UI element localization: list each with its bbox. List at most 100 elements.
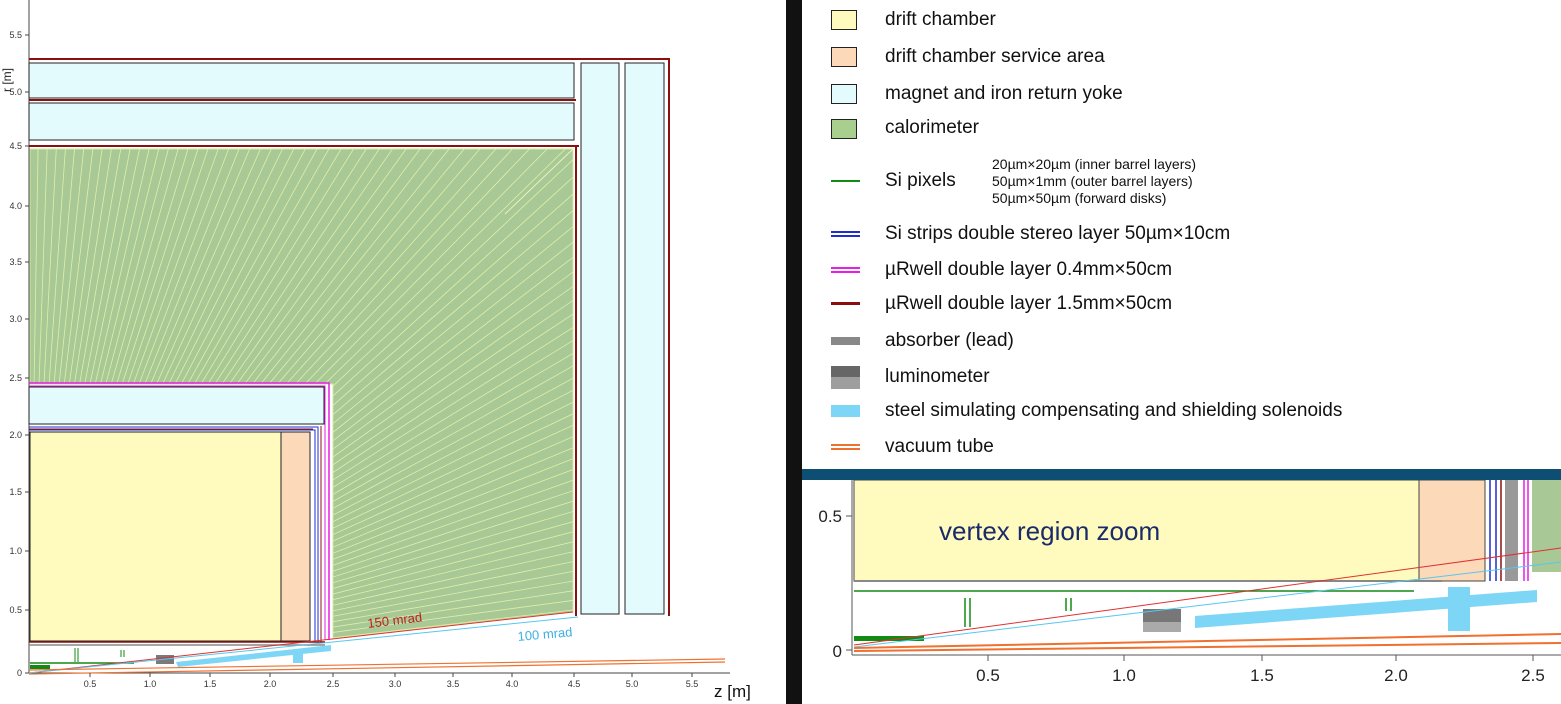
detector-cross-section: 150 mrad 100 mrad 5.5 5.0 4.5 4.0 3.5 3.…: [0, 0, 751, 701]
annotation-100-mrad: 100 mrad: [517, 624, 573, 644]
legend-label: vacuum tube: [885, 436, 994, 457]
legend-label: Si strips double stereo layer 50µm×10cm: [885, 223, 1231, 244]
svg-text:3.0: 3.0: [389, 679, 402, 689]
svg-text:4.0: 4.0: [9, 201, 22, 211]
svg-text:5.0: 5.0: [626, 679, 639, 689]
legend-item-magnet: magnet and iron return yoke: [802, 82, 1561, 112]
svg-text:2.5: 2.5: [1521, 666, 1545, 685]
legend-label: luminometer: [885, 366, 990, 387]
svg-text:1.0: 1.0: [1112, 666, 1136, 685]
calorimeter-corner-line: [504, 148, 574, 215]
svg-text:1.0: 1.0: [144, 679, 157, 689]
legend-item-absorber: absorber (lead): [802, 329, 1561, 359]
zoom-y-tick: 0.5: [818, 507, 852, 526]
legend-item-urwell-15: µRwell double layer 1.5mm×50cm: [802, 292, 1561, 322]
x-tick: 4.5: [568, 673, 581, 689]
y-tick: 4.5: [9, 141, 29, 151]
legend-label: drift chamber service area: [885, 46, 1105, 67]
yoke-endcap-1: [580, 62, 620, 615]
svg-text:0.5: 0.5: [818, 507, 842, 526]
y-axis-label: r [m]: [0, 68, 14, 92]
pixel-note: 50µm×50µm (forward disks): [992, 190, 1167, 206]
legend-item-calorimeter: calorimeter: [802, 116, 1561, 146]
y-tick: 1.0: [9, 546, 29, 556]
magnet-inner: [28, 386, 325, 425]
svg-text:4.0: 4.0: [506, 679, 519, 689]
svg-text:2.5: 2.5: [327, 679, 340, 689]
absorber-swatch: [831, 337, 860, 345]
drift-chamber-swatch: [831, 10, 857, 30]
legend-label: calorimeter: [885, 117, 979, 138]
zoom-x-ticks: 0.5 1.0 1.5 2.0 2.5: [976, 655, 1545, 685]
x-tick: 3.5: [447, 673, 459, 689]
y-tick: 3.0: [9, 314, 29, 324]
legend-label: µRwell double layer 0.4mm×50cm: [885, 259, 1173, 280]
legend-label: drift chamber: [885, 9, 996, 30]
legend-label: steel simulating compensating and shield…: [885, 400, 1343, 421]
zoom-service-area: [1418, 480, 1486, 582]
x-tick: 5.5: [686, 673, 698, 689]
y-tick: 5.5: [9, 30, 29, 40]
luminometer-swatch: [831, 366, 860, 377]
y-ticks: 5.5 5.0 4.5 4.0 3.5 3.0 2.5 2.0 1.5 1.0 …: [9, 30, 29, 678]
x-tick: 5.0: [626, 673, 639, 689]
x-tick: 2.0: [264, 673, 277, 689]
magnet-swatch: [831, 84, 857, 104]
x-tick: 2.5: [327, 673, 340, 689]
zoom-drift-chamber: [853, 480, 1420, 582]
legend-label: magnet and iron return yoke: [885, 83, 1123, 104]
svg-text:3.0: 3.0: [9, 314, 22, 324]
zoom-x-tick: 2.0: [1384, 655, 1408, 685]
legend-item-urwell-04: µRwell double layer 0.4mm×50cm: [802, 258, 1561, 288]
yoke-endcap-2: [624, 62, 665, 615]
svg-text:0.5: 0.5: [976, 666, 1000, 685]
separator-bar: [786, 0, 802, 704]
calorimeter-swatch: [831, 119, 857, 139]
y-tick: 2.0: [9, 430, 29, 440]
drift-chamber-service-area: [280, 431, 311, 642]
svg-text:0.5: 0.5: [84, 679, 97, 689]
legend-item-luminometer: luminometer: [802, 365, 1561, 395]
y-tick: 2.5: [9, 373, 29, 383]
legend-item-si-pixels: Si pixels: [802, 169, 1561, 199]
vertex-zoom-panel: 0.5 0 0.5 1.0 1.5 2.0 2.5: [802, 480, 1561, 704]
legend-item-steel: steel simulating compensating and shield…: [802, 399, 1561, 429]
service-area-swatch: [831, 47, 857, 67]
zoom-x-tick: 1.0: [1112, 655, 1136, 685]
legend-panel: drift chamber drift chamber service area…: [802, 0, 1561, 468]
zoom-y-ticks: 0.5 0: [818, 507, 852, 661]
x-axis-label: z [m]: [714, 682, 751, 701]
svg-text:0.5: 0.5: [9, 605, 22, 615]
vacuum-tube-swatch: [831, 444, 860, 446]
svg-text:2.0: 2.0: [1384, 666, 1408, 685]
legend-label: Si pixels: [885, 170, 956, 191]
x-ticks: 0.5 1.0 1.5 2.0 2.5 3.0 3.5 4.0 4.5 5.0 …: [84, 673, 698, 689]
svg-text:5.0: 5.0: [9, 87, 22, 97]
drift-chamber: [29, 431, 282, 642]
zoom-luminometer: [1143, 609, 1181, 622]
svg-text:2.0: 2.0: [264, 679, 277, 689]
y-tick: 4.0: [9, 201, 29, 211]
urwell-04-swatch: [831, 267, 860, 269]
yoke-barrel-outer: [28, 62, 575, 99]
steel-solenoid: [176, 645, 331, 667]
x-tick: 4.0: [506, 673, 519, 689]
svg-text:4.5: 4.5: [9, 141, 22, 151]
svg-text:0: 0: [17, 668, 22, 678]
annotation-150-mrad: 150 mrad: [367, 609, 423, 631]
svg-text:2.5: 2.5: [9, 373, 22, 383]
y-tick: 3.5: [9, 257, 29, 267]
si-pixels-swatch: [831, 180, 860, 182]
si-pixels-notes: 20µm×20µm (inner barrel layers) 50µm×1mm…: [992, 156, 1196, 207]
legend-item-si-strips: Si strips double stereo layer 50µm×10cm: [802, 222, 1561, 252]
legend-label: absorber (lead): [885, 330, 1014, 351]
svg-text:5.5: 5.5: [9, 30, 22, 40]
legend-label: µRwell double layer 1.5mm×50cm: [885, 293, 1173, 314]
legend-item-drift-chamber-service: drift chamber service area: [802, 45, 1561, 75]
zoom-divider: [802, 469, 1561, 480]
svg-text:1.5: 1.5: [9, 487, 22, 497]
x-tick: 3.0: [389, 673, 402, 689]
svg-text:4.5: 4.5: [568, 679, 581, 689]
steel-swatch: [831, 405, 860, 417]
pixel-note: 20µm×20µm (inner barrel layers): [992, 156, 1197, 172]
